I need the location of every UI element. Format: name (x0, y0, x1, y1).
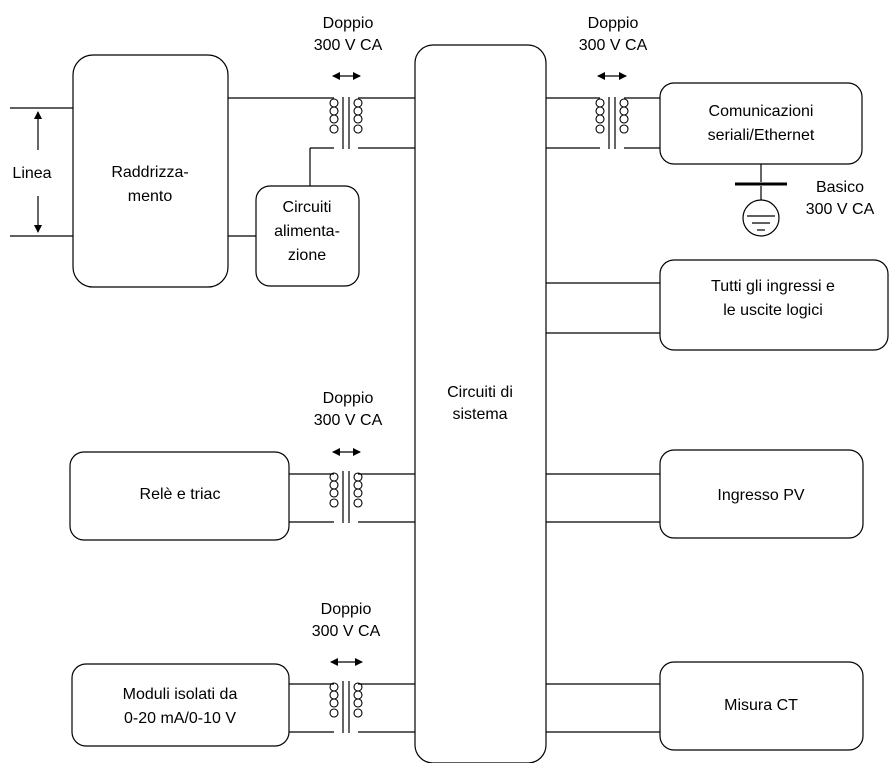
transformer-2 (595, 96, 629, 150)
rectifier-box (72, 54, 229, 288)
rectifier-label: Raddrizza-mento (111, 164, 188, 205)
ct-box (659, 661, 864, 751)
isolated-modules-box (71, 663, 290, 747)
pv-input-label: Ingresso PV (717, 487, 804, 504)
transformer-1 (329, 96, 363, 150)
earth-icon (742, 199, 780, 237)
system-circuits-box (414, 44, 547, 763)
comms-box (659, 82, 863, 165)
logic-io-box (659, 259, 889, 351)
relays-label: Relè e triac (140, 486, 221, 503)
transformer-4 (329, 680, 363, 734)
pv-input-box (659, 449, 864, 539)
ct-label: Misura CT (724, 697, 798, 714)
line-label: Linea (12, 165, 51, 182)
transformer-3 (329, 470, 363, 524)
relays-box (69, 451, 290, 541)
